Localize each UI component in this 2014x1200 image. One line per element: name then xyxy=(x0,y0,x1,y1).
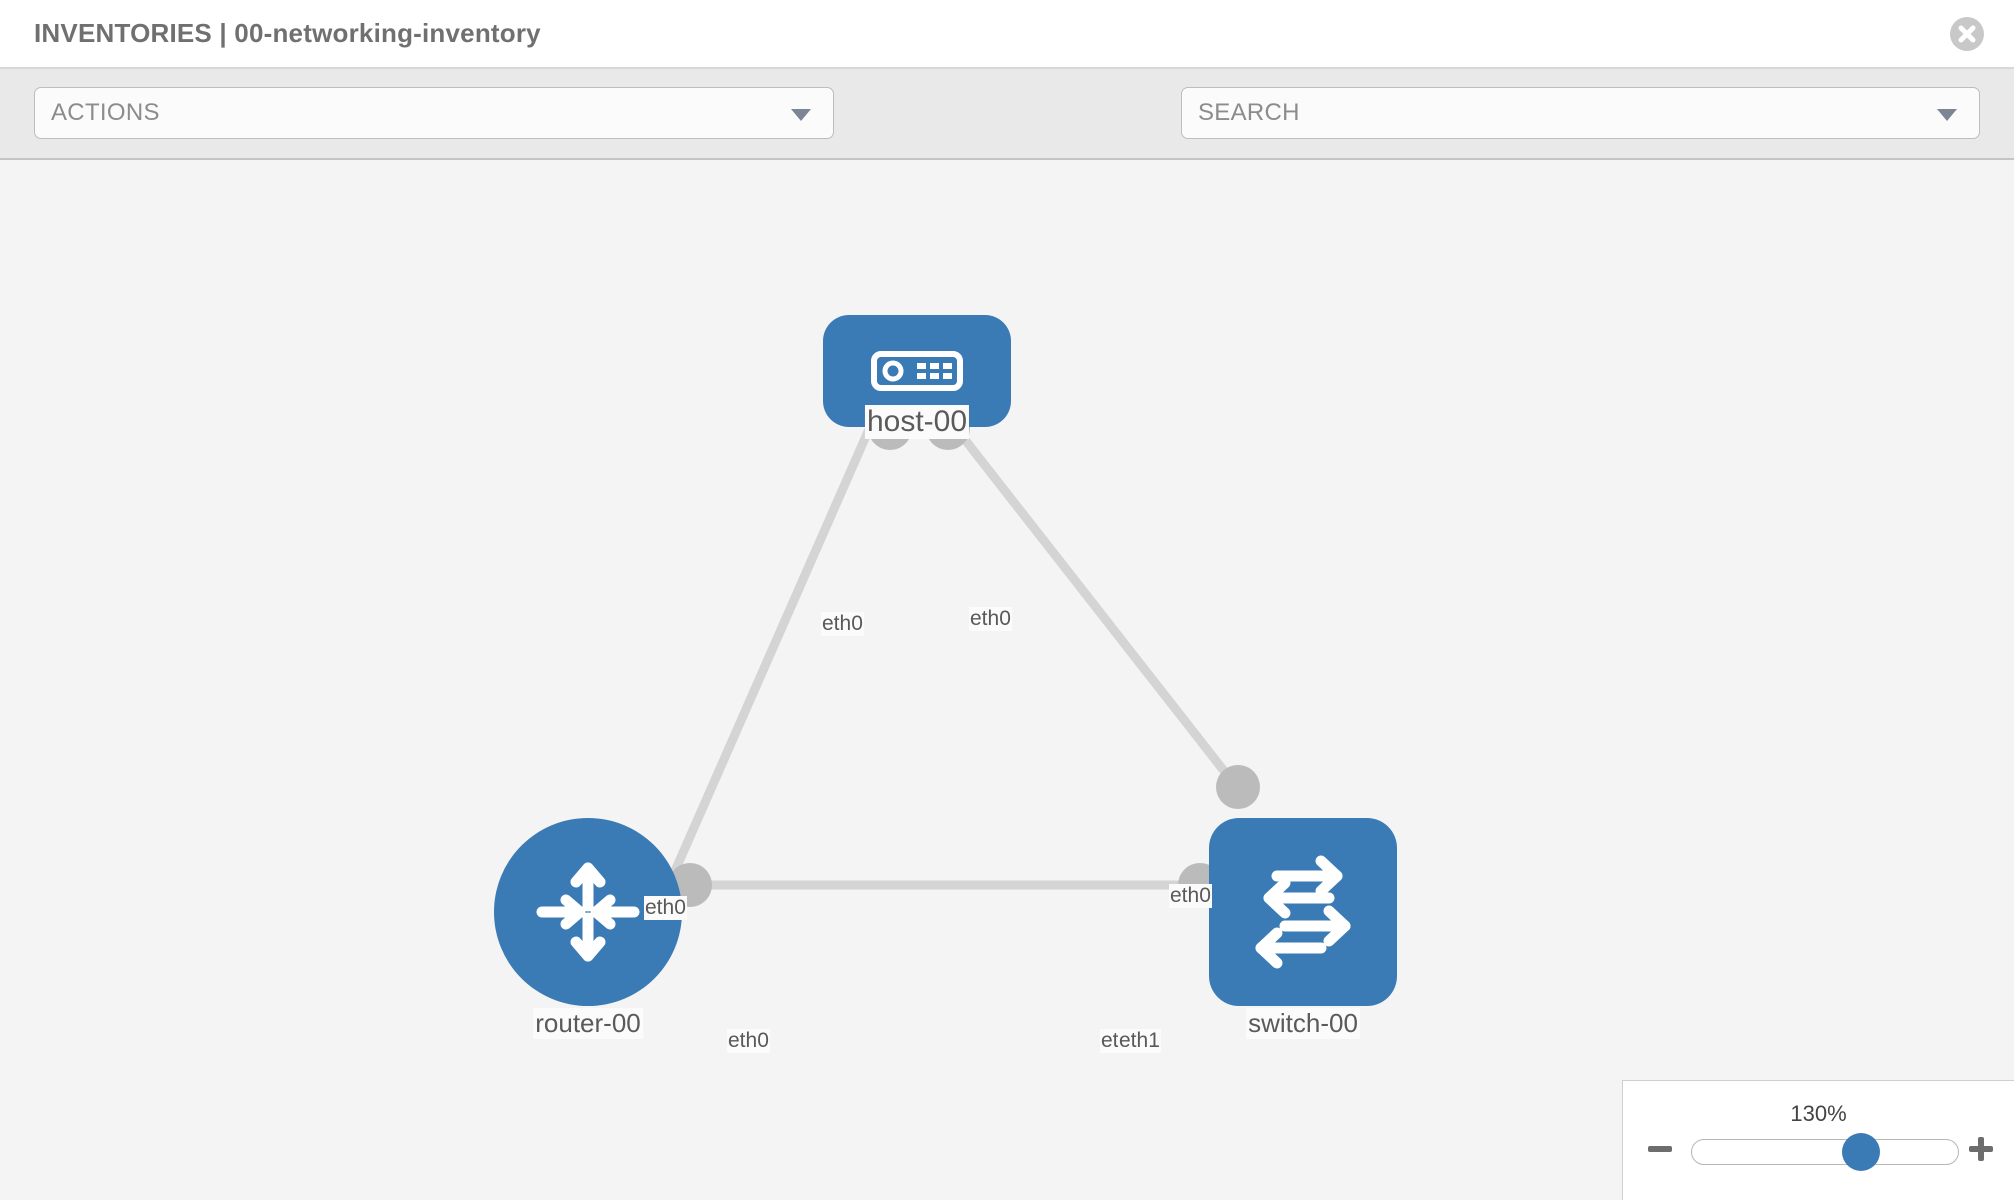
search-input[interactable]: SEARCH xyxy=(1181,87,1980,139)
node-host-00[interactable]: host-00 xyxy=(823,315,1011,439)
switch-icon xyxy=(1255,855,1351,969)
link-host-router[interactable] xyxy=(655,425,875,907)
minus-icon xyxy=(1648,1146,1672,1152)
iface-endpoint-switch-top[interactable] xyxy=(1216,765,1260,809)
actions-dropdown[interactable]: ACTIONS xyxy=(34,87,834,139)
zoom-level-label: 130% xyxy=(1790,1101,1847,1126)
chevron-down-icon xyxy=(1937,109,1957,121)
plus-icon xyxy=(1969,1137,1993,1161)
topology-canvas[interactable]: host-00 rout xyxy=(0,160,2014,1200)
node-router-label: router-00 xyxy=(533,1008,643,1039)
iface-label-switch-up: eth0 xyxy=(1169,884,1212,908)
iface-label-host-left: eth0 xyxy=(821,612,864,636)
host-node-shape xyxy=(823,315,1011,427)
zoom-slider-track[interactable] xyxy=(1691,1133,1959,1171)
node-host-label: host-00 xyxy=(864,405,970,439)
zoom-in-button[interactable] xyxy=(1966,1134,1996,1164)
chevron-down-icon xyxy=(791,109,811,121)
close-icon xyxy=(1958,25,1976,43)
link-host-switch[interactable] xyxy=(951,424,1239,788)
node-switch-00[interactable]: switch-00 xyxy=(1209,818,1397,1039)
iface-label-router-right: eth0 xyxy=(727,1029,770,1053)
zoom-control: 130% xyxy=(1622,1080,2014,1200)
toolbar: ACTIONS SEARCH xyxy=(0,69,2014,192)
close-button[interactable] xyxy=(1950,17,1984,51)
iface-label-switch-left: eth1 xyxy=(1118,1029,1161,1053)
search-placeholder: SEARCH xyxy=(1198,99,1300,126)
zoom-out-button[interactable] xyxy=(1645,1134,1675,1164)
actions-dropdown-label: ACTIONS xyxy=(51,99,160,126)
node-switch-label: switch-00 xyxy=(1246,1008,1360,1039)
router-icon xyxy=(536,862,640,962)
page-header: INVENTORIES | 00-networking-inventory xyxy=(0,0,2014,69)
page-title: INVENTORIES | 00-networking-inventory xyxy=(34,18,541,48)
zoom-slider-thumb[interactable] xyxy=(1841,1133,1880,1171)
iface-label-router-up: eth0 xyxy=(644,896,687,920)
switch-node-shape xyxy=(1209,818,1397,1006)
server-icon xyxy=(871,351,963,391)
iface-label-host-right: eth0 xyxy=(969,607,1012,631)
node-router-00[interactable]: router-00 xyxy=(494,818,682,1039)
